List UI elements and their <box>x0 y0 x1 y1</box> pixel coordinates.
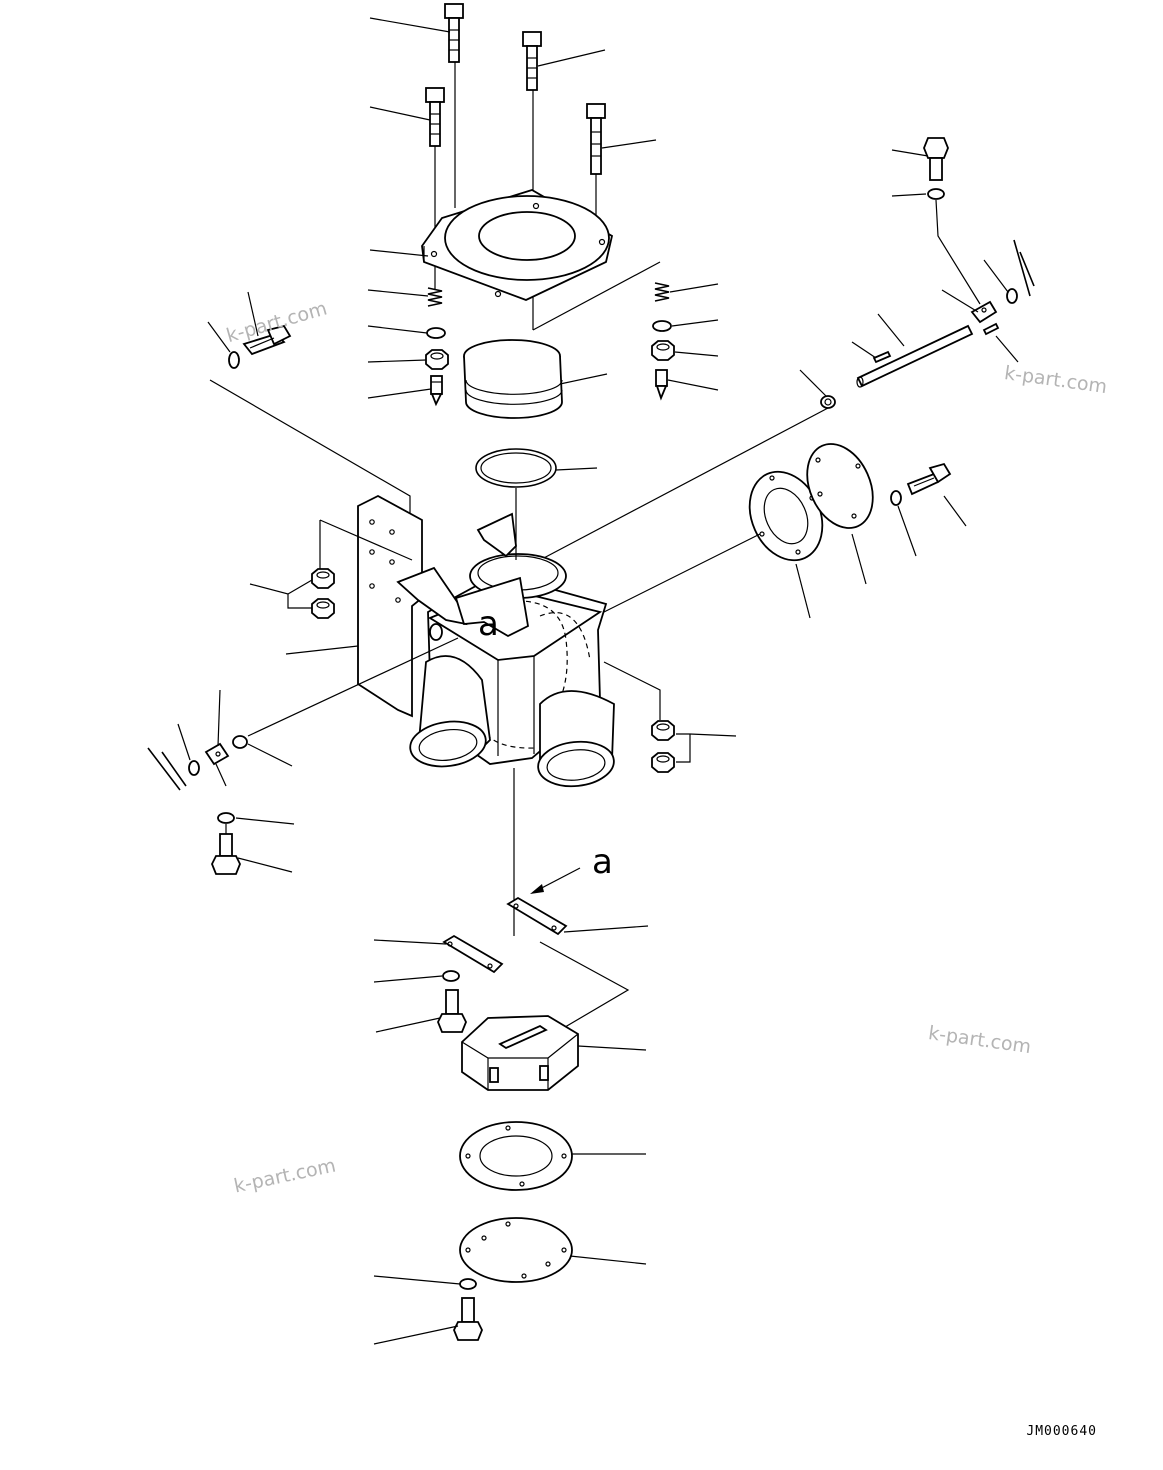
nut-bracket-1 <box>311 568 335 589</box>
link-plate-a <box>506 896 568 936</box>
washer-lower-left <box>217 812 235 824</box>
bolt-upper-left <box>242 324 292 356</box>
view-a-arrow <box>530 867 581 894</box>
flange-bolt-1 <box>444 3 464 63</box>
bolt-bottom-1 <box>437 989 467 1033</box>
washer-upper-left <box>228 351 240 369</box>
top-flange-plate <box>421 189 614 301</box>
clevis-right <box>970 300 998 324</box>
actuator-rod <box>856 324 974 388</box>
bottom-cap-block <box>461 1015 579 1091</box>
washer-side-cover <box>890 490 902 506</box>
nut-body-right-1 <box>651 720 675 741</box>
cotter-pin-left <box>147 747 187 791</box>
spring-left <box>427 287 443 307</box>
side-port <box>429 623 443 641</box>
flange-bolt-4 <box>586 103 606 175</box>
bracket-plate <box>357 494 423 718</box>
washer-left-small <box>188 760 200 776</box>
cotter-pin-right <box>1013 239 1035 297</box>
bolt-lower-left <box>211 833 241 875</box>
bolt-side-cover <box>906 462 952 496</box>
cover-plate-bottom <box>459 1217 573 1283</box>
cover-plate-side <box>806 443 874 529</box>
rod-pin <box>872 350 892 364</box>
stud-left <box>430 375 443 407</box>
washer-right <box>652 320 672 332</box>
washer-right-small <box>1006 288 1018 304</box>
flange-bolt-3 <box>425 87 445 147</box>
nut-bracket-2 <box>311 598 335 619</box>
bushing-left <box>232 735 248 749</box>
link-plate-b <box>442 934 504 974</box>
washer-bottom-2 <box>459 1278 477 1290</box>
drawing-code: JM000640 <box>1026 1424 1097 1439</box>
gasket-bottom <box>459 1121 573 1191</box>
nut-right <box>651 340 675 361</box>
lever-arm <box>396 512 529 638</box>
nut-left <box>425 349 449 370</box>
washer-bottom-1 <box>442 970 460 982</box>
view-marker-a-body: a <box>478 604 499 644</box>
bushing-right <box>820 395 836 409</box>
washer-upper-right <box>927 188 945 200</box>
bolt-bottom-2 <box>453 1297 483 1341</box>
nut-body-right-2 <box>651 752 675 773</box>
outlet-right <box>537 690 615 788</box>
spring-right <box>654 282 670 302</box>
o-ring <box>475 448 557 488</box>
flange-bolt-2 <box>522 31 542 91</box>
bolt-upper-right <box>923 137 949 181</box>
clevis-left <box>204 742 230 766</box>
pin-right <box>982 322 1000 336</box>
view-marker-a-bottom: a <box>592 842 613 882</box>
outlet-left <box>409 655 491 768</box>
sleeve <box>463 339 563 419</box>
stud-right <box>655 369 668 401</box>
washer-left <box>426 327 446 339</box>
